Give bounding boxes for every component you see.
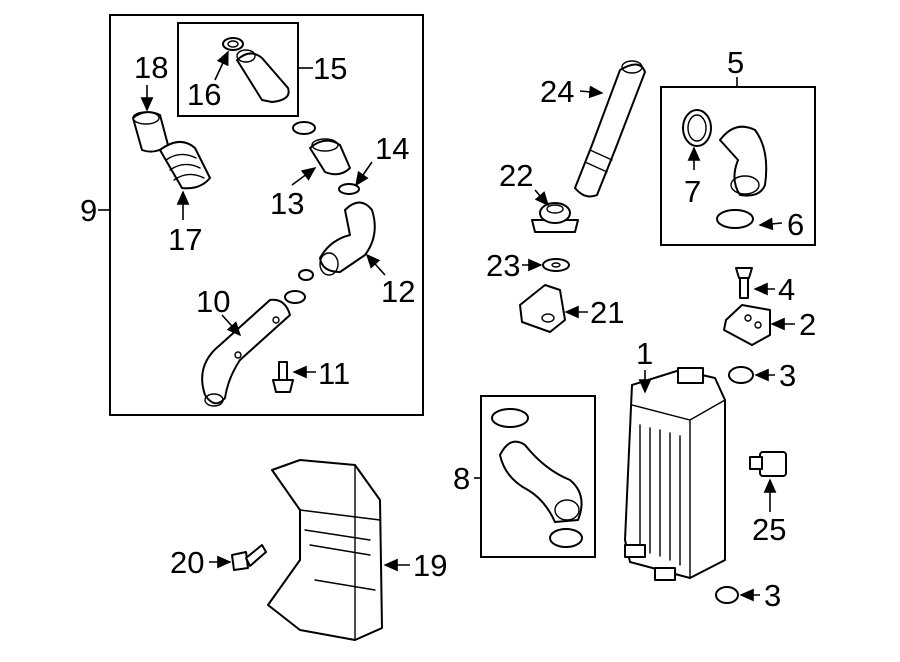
part-4-bolt [735,267,753,299]
part-2-bracket [723,304,771,346]
callout-19: 19 [413,548,447,583]
part-8-hose [499,440,583,523]
part-24-pipe [574,60,646,198]
part-clamp-small [298,269,314,281]
callout-21: 21 [590,295,624,330]
callout-10: 10 [196,284,230,319]
callout-5: 5 [727,45,744,80]
leader-lines [98,50,795,602]
callout-14: 14 [375,131,409,166]
part-22-valve [531,202,579,233]
callout-20: 20 [170,545,204,580]
part-8-clamp-upper [491,408,529,428]
part-10-pipe [201,298,291,407]
part-15-hose [236,49,290,103]
callout-24: 24 [540,74,574,109]
part-3-grommet-upper [728,366,754,384]
part-1-intercooler [624,367,726,581]
callout-11: 11 [318,356,350,391]
part-clamp-lower [284,290,306,304]
callout-3-upper: 3 [779,358,796,393]
part-17-bellows [159,141,211,190]
callout-6: 6 [787,207,804,242]
group-box-15 [177,22,299,117]
part-3-grommet-lower [715,586,739,604]
callout-25: 25 [752,512,786,547]
callout-15: 15 [313,51,347,86]
part-18-coupler [132,111,169,153]
group-box-5 [660,86,816,246]
part-19-air-guide [267,459,383,641]
part-6-clamp [716,209,754,229]
group-box-9 [109,14,424,416]
part-8-clamp-lower [549,528,583,548]
part-11-bolt [272,361,294,393]
part-14-clamp [338,183,360,195]
callout-1: 1 [636,336,653,371]
callout-8: 8 [453,461,470,496]
part-20-bolt [231,544,267,571]
callout-17: 17 [168,222,202,257]
callout-2: 2 [799,307,816,342]
part-16-clamp [222,37,244,51]
callout-13: 13 [270,186,304,221]
part-23-washer [542,258,570,272]
part-21-bracket [519,284,566,333]
part-13-coupler [292,121,351,176]
callout-3-lower: 3 [764,578,781,613]
callout-12: 12 [381,274,415,309]
callout-22: 22 [499,158,533,193]
callout-4: 4 [778,272,795,307]
part-5-hose [719,125,768,197]
part-25-sensor [749,451,787,477]
callout-23: 23 [486,248,520,283]
callout-7: 7 [684,174,701,209]
callout-9: 9 [80,193,97,228]
callout-16: 16 [187,77,221,112]
part-12-hose [319,201,376,276]
callout-18: 18 [134,50,168,85]
group-box-8 [480,395,596,558]
part-7-clamp [682,109,712,147]
